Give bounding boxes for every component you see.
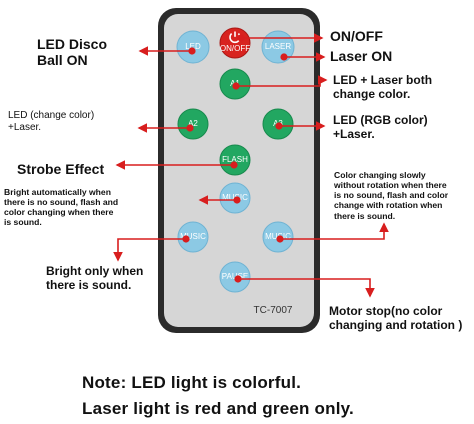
a2-button-label: A2 (188, 119, 198, 128)
music-left-button[interactable]: MUSIC (177, 221, 209, 253)
label-bright-only: Bright only when there is sound. (46, 264, 144, 292)
label-laser-on: Laser ON (330, 48, 393, 64)
laser-button[interactable]: LASER (261, 30, 295, 64)
pause-button[interactable]: PAUSE (219, 261, 251, 293)
flash-button[interactable]: FLASH (219, 144, 251, 176)
led-button[interactable]: LED (176, 30, 210, 64)
callout-lines (113, 33, 389, 298)
label-color-changing-slowly: Color changing slowly without rotation w… (334, 170, 449, 221)
label-led-laser-both: LED + Laser both change color. (333, 73, 433, 101)
label-led-disco: LED Disco Ball ON (37, 36, 108, 69)
label-bright-auto: Bright automatically when there is no so… (4, 187, 119, 228)
led-button-label: LED (185, 42, 201, 51)
note-line-2: Laser light is red and green only. (82, 399, 354, 418)
callout-dots (182, 34, 288, 283)
onoff-button[interactable]: ON/OFF (219, 27, 251, 59)
model-number: TC-7007 (254, 305, 293, 316)
label-led-change-color: LED (change color) +Laser. (8, 110, 95, 133)
onoff-button-label: ON/OFF (220, 44, 250, 53)
label-led-rgb: LED (RGB color) +Laser. (333, 113, 428, 141)
label-onoff: ON/OFF (330, 28, 383, 44)
label-motor-stop: Motor stop(no color changing and rotatio… (329, 304, 463, 332)
a2-button[interactable]: A2 (177, 108, 209, 140)
music-left-button-label: MUSIC (180, 232, 206, 241)
pause-button-label: PAUSE (222, 272, 249, 281)
label-strobe: Strobe Effect (17, 161, 105, 177)
flash-button-label: FLASH (222, 155, 248, 164)
laser-button-label: LASER (265, 42, 291, 51)
note-line-1: Note: LED light is colorful. (82, 373, 302, 392)
